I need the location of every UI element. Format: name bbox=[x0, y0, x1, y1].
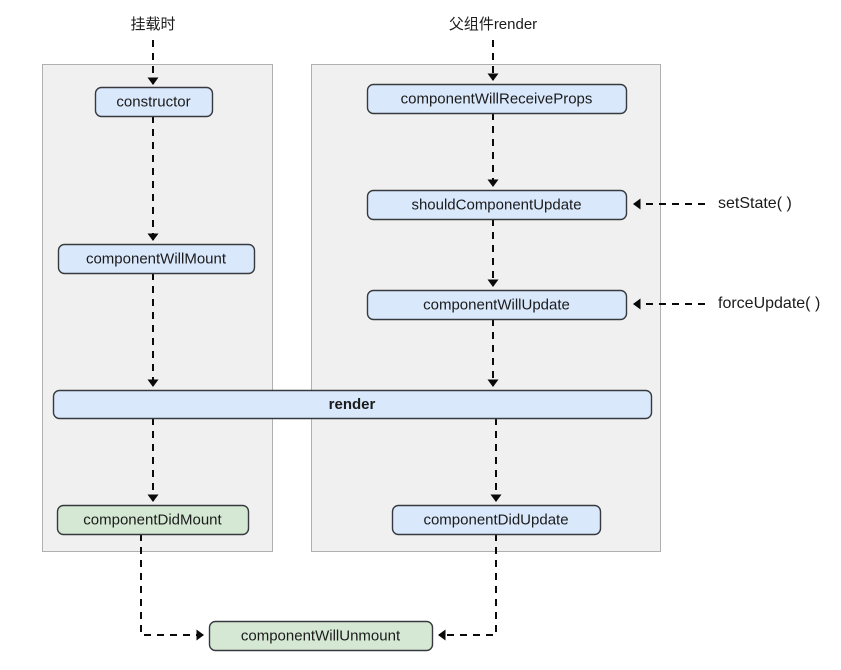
node-component-will-mount-label: componentWillMount bbox=[86, 250, 227, 267]
edge-force-update-arrowhead bbox=[633, 298, 641, 310]
node-component-did-update-box bbox=[391, 504, 602, 536]
mount-caption: 挂载时 bbox=[130, 16, 175, 33]
node-component-will-receive-props-label: componentWillReceiveProps bbox=[401, 90, 593, 107]
node-component-will-unmount[interactable]: componentWillUnmount bbox=[208, 620, 434, 652]
edge-will-mount-to-render-arrowhead bbox=[147, 379, 159, 387]
node-component-did-mount-label: componentDidMount bbox=[83, 511, 222, 528]
node-should-component-update-box bbox=[366, 189, 628, 221]
node-component-did-update-label: componentDidUpdate bbox=[423, 511, 568, 528]
edge-did-mount-to-unmount-arrowhead bbox=[196, 629, 204, 641]
side-label-group: setState( ) forceUpdate( ) bbox=[718, 195, 820, 312]
node-component-will-receive-props-box bbox=[366, 83, 628, 115]
node-component-will-mount[interactable]: componentWillMount bbox=[57, 243, 256, 275]
panel-group bbox=[42, 64, 661, 552]
node-constructor-label: constructor bbox=[116, 93, 190, 110]
mount-panel bbox=[42, 64, 273, 552]
node-component-will-receive-props[interactable]: componentWillReceiveProps bbox=[366, 83, 628, 115]
edge-set-state-arrowhead bbox=[633, 198, 641, 210]
node-component-will-unmount-box bbox=[208, 620, 434, 652]
node-render-label: render bbox=[329, 396, 376, 413]
update-caption: 父组件render bbox=[449, 16, 537, 33]
edge-update-entry-arrowhead bbox=[487, 73, 499, 81]
node-component-will-update-label: componentWillUpdate bbox=[423, 296, 570, 313]
node-constructor[interactable]: constructor bbox=[94, 86, 214, 118]
edge-constructor-to-will-mount-arrowhead bbox=[147, 233, 159, 241]
edge-wrp-to-scu-arrowhead bbox=[487, 179, 499, 187]
node-component-will-mount-box bbox=[57, 243, 256, 275]
node-component-will-update-box bbox=[366, 289, 628, 321]
edge-did-update-to-unmount-arrowhead bbox=[438, 629, 446, 641]
edge-scu-to-cwu-arrowhead bbox=[487, 279, 499, 287]
edge-render-to-did-mount-arrowhead bbox=[147, 494, 159, 502]
node-constructor-box bbox=[94, 86, 214, 118]
node-component-will-unmount-label: componentWillUnmount bbox=[241, 627, 401, 644]
edge-cwu-to-render-arrowhead bbox=[487, 379, 499, 387]
edge-mount-entry-arrowhead bbox=[147, 77, 159, 85]
node-render[interactable]: render bbox=[52, 389, 653, 420]
force-update-label: forceUpdate( ) bbox=[718, 295, 820, 312]
set-state-label: setState( ) bbox=[718, 195, 792, 212]
node-should-component-update[interactable]: shouldComponentUpdate bbox=[366, 189, 628, 221]
node-component-did-mount[interactable]: componentDidMount bbox=[56, 504, 250, 536]
node-component-will-update[interactable]: componentWillUpdate bbox=[366, 289, 628, 321]
node-component-did-mount-box bbox=[56, 504, 250, 536]
node-group: constructor componentWillMount componentWi… bbox=[52, 83, 653, 652]
node-component-did-update[interactable]: componentDidUpdate bbox=[391, 504, 602, 536]
caption-group: 挂载时 父组件render bbox=[130, 16, 537, 33]
node-render-box bbox=[52, 389, 653, 420]
node-should-component-update-label: shouldComponentUpdate bbox=[411, 196, 581, 213]
edge-render-to-did-update-arrowhead bbox=[490, 494, 502, 502]
edge-group bbox=[140, 40, 705, 641]
